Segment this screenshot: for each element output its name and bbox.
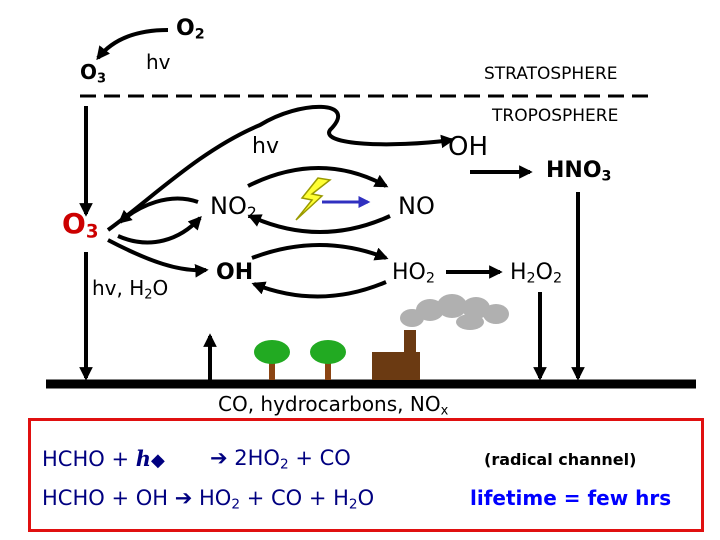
diamond-icon: ◆ xyxy=(151,450,165,471)
hno3-label: HNO3 xyxy=(546,158,612,185)
arrow-right-icon: ➔ xyxy=(174,486,199,510)
factory-icon xyxy=(372,330,420,380)
no2-to-o3-arrow xyxy=(117,196,199,224)
reaction-2: HCHO + OH ➔ HO2 + CO + H2O xyxy=(42,486,375,513)
oh-top-label: OH xyxy=(448,132,489,162)
emissions-label: CO, hydrocarbons, NOx xyxy=(218,392,449,419)
reaction-box xyxy=(28,418,704,532)
h2o2-label: H2O2 xyxy=(510,260,563,287)
oh-mid-label: OH xyxy=(216,260,254,285)
hv-loop-arrow xyxy=(106,104,455,232)
hv-h2o-label: hv, H2O xyxy=(92,276,169,303)
lifetime-note: lifetime = few hrs xyxy=(470,486,672,510)
o3-big-label: O3 xyxy=(62,207,99,243)
reaction-1: HCHO + h◆ xyxy=(42,446,165,471)
o3-to-no2-arrow xyxy=(117,215,202,245)
no2-label: NO2 xyxy=(210,192,257,222)
o2-label: O2 xyxy=(176,16,205,43)
ho2-to-oh-arrow xyxy=(251,280,387,299)
o3-to-oh-arrow xyxy=(107,238,209,278)
lightning-icon xyxy=(295,177,332,221)
hv-top-label: hv xyxy=(146,50,171,74)
radical-channel-note: (radical channel) xyxy=(484,450,637,469)
oh-to-ho2-arrow xyxy=(251,243,389,261)
hv-mid-label: hv xyxy=(252,134,279,159)
o2-to-o3-arrow xyxy=(96,28,169,61)
photon-symbol: h xyxy=(135,446,152,471)
troposphere-label: TROPOSPHERE xyxy=(492,106,619,126)
no2-to-no-arrow xyxy=(247,166,389,188)
o3-top-label: O3 xyxy=(80,60,107,87)
stratosphere-label: STRATOSPHERE xyxy=(484,64,618,84)
ho2-label: HO2 xyxy=(392,260,435,287)
arrow-right-icon: ➔ xyxy=(210,446,235,470)
tree-icon xyxy=(254,340,290,380)
no-label: NO xyxy=(398,192,435,220)
tree-icon xyxy=(310,340,346,380)
reaction-1-product: ➔ 2HO2 + CO xyxy=(210,446,351,473)
smoke-icon xyxy=(400,294,509,330)
no-to-no2-arrow xyxy=(247,214,391,234)
